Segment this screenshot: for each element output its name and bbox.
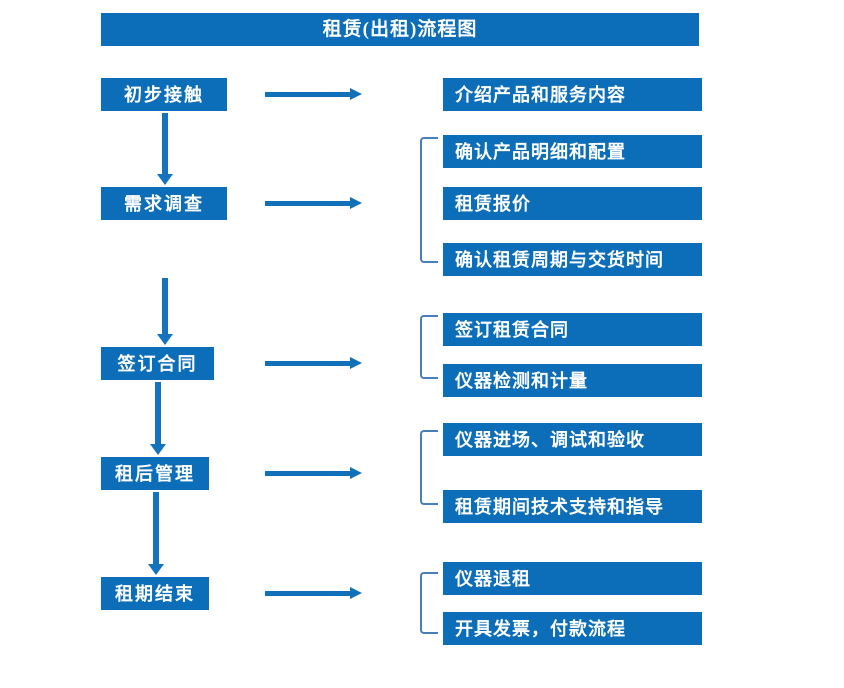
- flow-arrow-down-4: [146, 492, 166, 575]
- detail-box-1[interactable]: 介绍产品和服务内容: [443, 78, 702, 111]
- arrow-head: [350, 467, 362, 479]
- arrow-shaft: [155, 382, 161, 444]
- detail-box-9[interactable]: 仪器退租: [443, 562, 702, 595]
- chart-title: 租赁(出租)流程图: [101, 13, 699, 46]
- arrow-head: [148, 564, 164, 575]
- arrow-head: [350, 587, 362, 599]
- group-bracket-4: [420, 572, 438, 634]
- detail-box-7[interactable]: 仪器进场、调试和验收: [443, 423, 702, 456]
- arrow-head: [350, 197, 362, 209]
- detail-box-2[interactable]: 确认产品明细和配置: [443, 135, 702, 168]
- detail-box-4[interactable]: 确认租赁周期与交货时间: [443, 243, 702, 276]
- arrow-shaft: [265, 471, 351, 476]
- arrow-head: [157, 174, 173, 185]
- flow-arrow-down-3: [148, 382, 168, 455]
- link-arrow-right-5: [265, 586, 362, 600]
- arrow-head: [350, 357, 362, 369]
- stage-box-4[interactable]: 租后管理: [101, 457, 209, 490]
- group-bracket-2: [420, 315, 438, 379]
- flow-arrow-down-2: [155, 278, 175, 345]
- link-arrow-right-2: [265, 196, 362, 210]
- detail-box-6[interactable]: 仪器检测和计量: [443, 364, 702, 397]
- link-arrow-right-3: [265, 356, 362, 370]
- stage-box-2[interactable]: 需求调查: [101, 187, 227, 220]
- stage-box-5[interactable]: 租期结束: [101, 577, 209, 610]
- arrow-shaft: [265, 201, 351, 206]
- stage-box-1[interactable]: 初步接触: [101, 78, 227, 111]
- group-bracket-3: [420, 430, 438, 505]
- detail-box-10[interactable]: 开具发票，付款流程: [443, 612, 702, 645]
- arrow-shaft: [162, 278, 168, 334]
- arrow-shaft: [153, 492, 159, 564]
- detail-box-3[interactable]: 租赁报价: [443, 187, 702, 220]
- link-arrow-right-4: [265, 466, 362, 480]
- arrow-shaft: [265, 591, 351, 596]
- stage-box-3[interactable]: 签订合同: [101, 347, 214, 380]
- link-arrow-right-1: [265, 87, 362, 101]
- arrow-head: [150, 444, 166, 455]
- detail-box-8[interactable]: 租赁期间技术支持和指导: [443, 490, 702, 523]
- arrow-head: [350, 88, 362, 100]
- detail-box-5[interactable]: 签订租赁合同: [443, 313, 702, 346]
- arrow-shaft: [162, 113, 168, 174]
- group-bracket-1: [420, 137, 438, 263]
- arrow-head: [157, 334, 173, 345]
- arrow-shaft: [265, 92, 351, 97]
- flow-arrow-down-1: [155, 113, 175, 185]
- arrow-shaft: [265, 361, 351, 366]
